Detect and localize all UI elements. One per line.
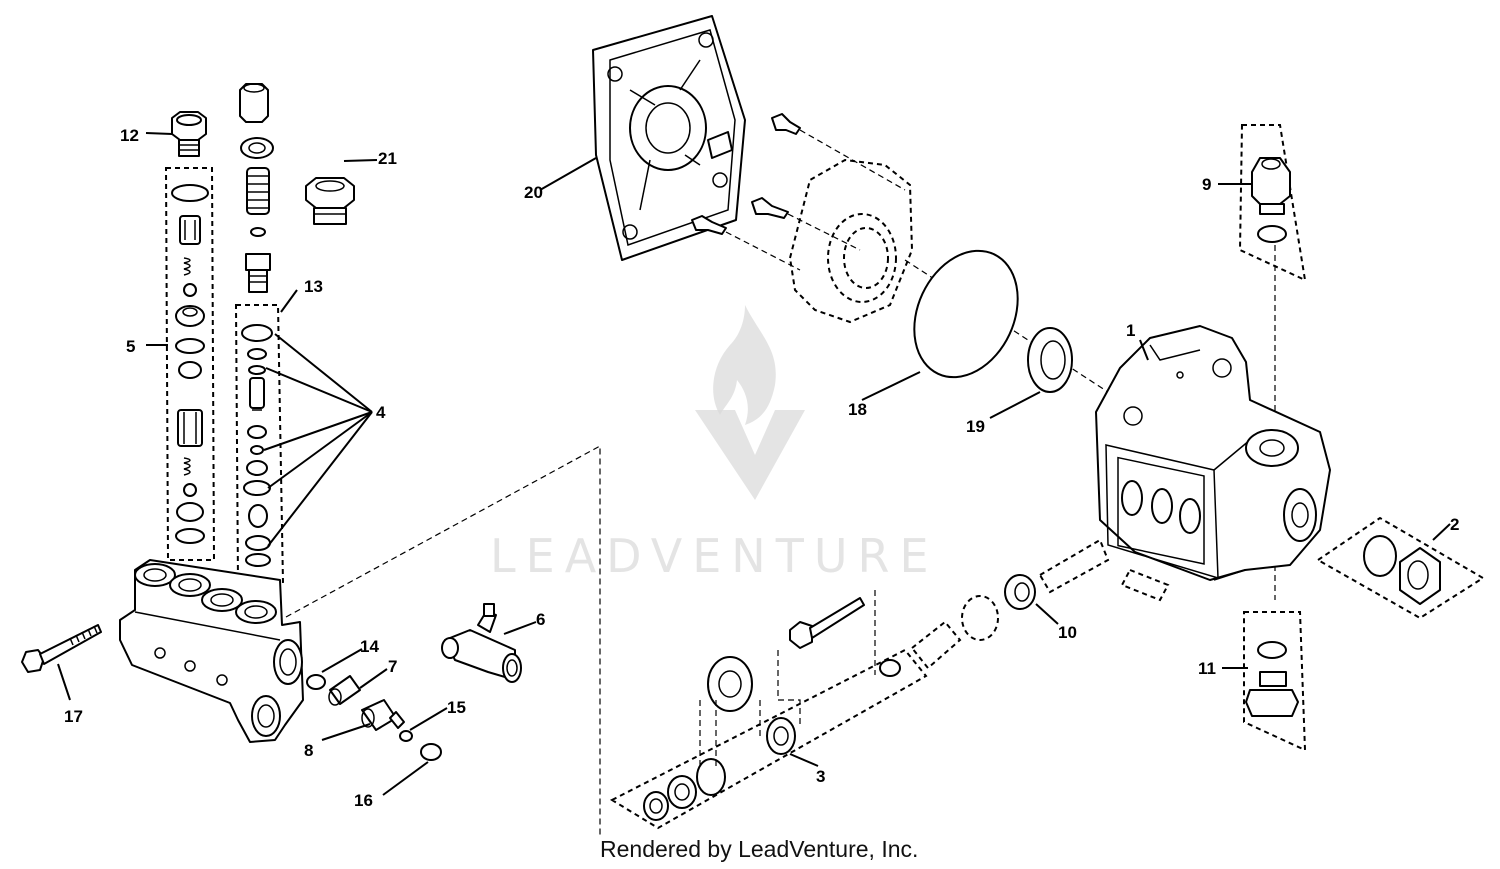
seal-kit-box-3 (609, 648, 928, 830)
o-ring-part-18 (913, 249, 1019, 379)
unloader-stack-parts (239, 83, 274, 293)
plug-kit-box-11 (1243, 611, 1307, 752)
callout-labels: 12 21 5 13 4 20 1 9 2 11 18 19 10 3 6 7 … (64, 126, 1459, 810)
plug-kit-11-parts (1245, 641, 1299, 717)
pump-housing-part-1 (1095, 325, 1331, 581)
callout-10: 10 (1058, 623, 1077, 642)
callout-17: 17 (64, 707, 83, 726)
cover-plate-part-20 (592, 15, 746, 261)
callout-18: 18 (848, 400, 867, 419)
callout-2: 2 (1450, 515, 1459, 534)
seal-part-19 (1027, 327, 1073, 393)
callout-15: 15 (447, 698, 466, 717)
manifold-body (119, 559, 304, 743)
callout-12: 12 (120, 126, 139, 145)
v-logo-icon (695, 410, 805, 500)
callout-4: 4 (376, 403, 386, 422)
plunger-parts (879, 595, 999, 677)
callout-1: 1 (1126, 321, 1135, 340)
seal-kit-3-parts (643, 656, 796, 821)
unloader-kit-box-13 (234, 304, 285, 584)
phantom-pistons (1038, 538, 1170, 602)
leadventure-watermark: LEADVENTURE (490, 305, 939, 583)
callout-3: 3 (816, 767, 825, 786)
callout-16: 16 (354, 791, 373, 810)
callout-5: 5 (126, 337, 135, 356)
valve-kit-5-parts (171, 184, 209, 544)
plug-kit-2-parts (1363, 535, 1441, 605)
phantom-flange (788, 158, 914, 324)
small-fittings (306, 674, 442, 761)
callout-7: 7 (388, 657, 397, 676)
long-bolt (789, 597, 865, 649)
watermark-text: LEADVENTURE (490, 529, 939, 583)
plug-kit-9-parts (1251, 157, 1291, 243)
plug-kit-box-9 (1238, 124, 1307, 282)
seal-kit-guide-lines (699, 590, 876, 770)
plug-part-21 (305, 177, 355, 225)
phantom-flange-bore (827, 213, 897, 303)
callout-6: 6 (536, 610, 545, 629)
valve-kit-box-5 (164, 167, 216, 561)
phantom-flange-bore-inner (843, 227, 889, 289)
tee-fitting-part-6 (441, 603, 522, 683)
callout-19: 19 (966, 417, 985, 436)
bolt-part-17 (21, 624, 102, 673)
callout-11: 11 (1198, 659, 1216, 678)
plug-kit-box-2 (1316, 516, 1485, 620)
callout-13: 13 (304, 277, 323, 296)
leader-lines (57, 132, 1451, 796)
callout-21: 21 (378, 149, 397, 168)
flame-logo-icon (713, 305, 776, 425)
plug-part-12 (171, 111, 207, 157)
callout-9: 9 (1202, 175, 1211, 194)
callout-20: 20 (524, 183, 543, 202)
unloader-kit-13-parts (241, 324, 273, 567)
footer-credit: Rendered by LeadVenture, Inc. (600, 836, 919, 862)
callout-8: 8 (304, 741, 313, 760)
callout-14: 14 (360, 637, 379, 656)
seal-ring-part-10 (1004, 574, 1036, 610)
flange-bolts (691, 113, 801, 235)
